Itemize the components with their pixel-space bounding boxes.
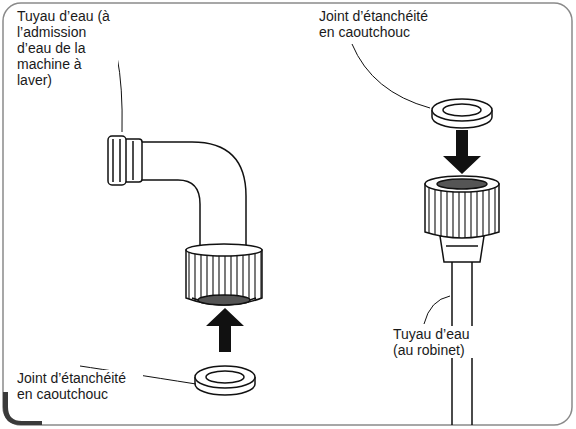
insert-arrow: [206, 308, 244, 352]
part-label: Joint d’étanchéité en caoutchouc: [16, 370, 143, 402]
part-label: Tuyau d’eau (au robinet): [392, 326, 489, 358]
rubber-washer: [432, 99, 492, 128]
insert-arrow: [443, 130, 481, 174]
elbow-fitting: [108, 136, 262, 305]
frame: [3, 3, 572, 425]
tap-hose-fitting: [425, 176, 499, 425]
rubber-washer: [195, 366, 255, 395]
part-label: Tuyau d’eau (à l’admission d’eau de la m…: [16, 8, 118, 88]
part-label: Joint d’étanchéité en caoutchouc: [318, 8, 445, 40]
